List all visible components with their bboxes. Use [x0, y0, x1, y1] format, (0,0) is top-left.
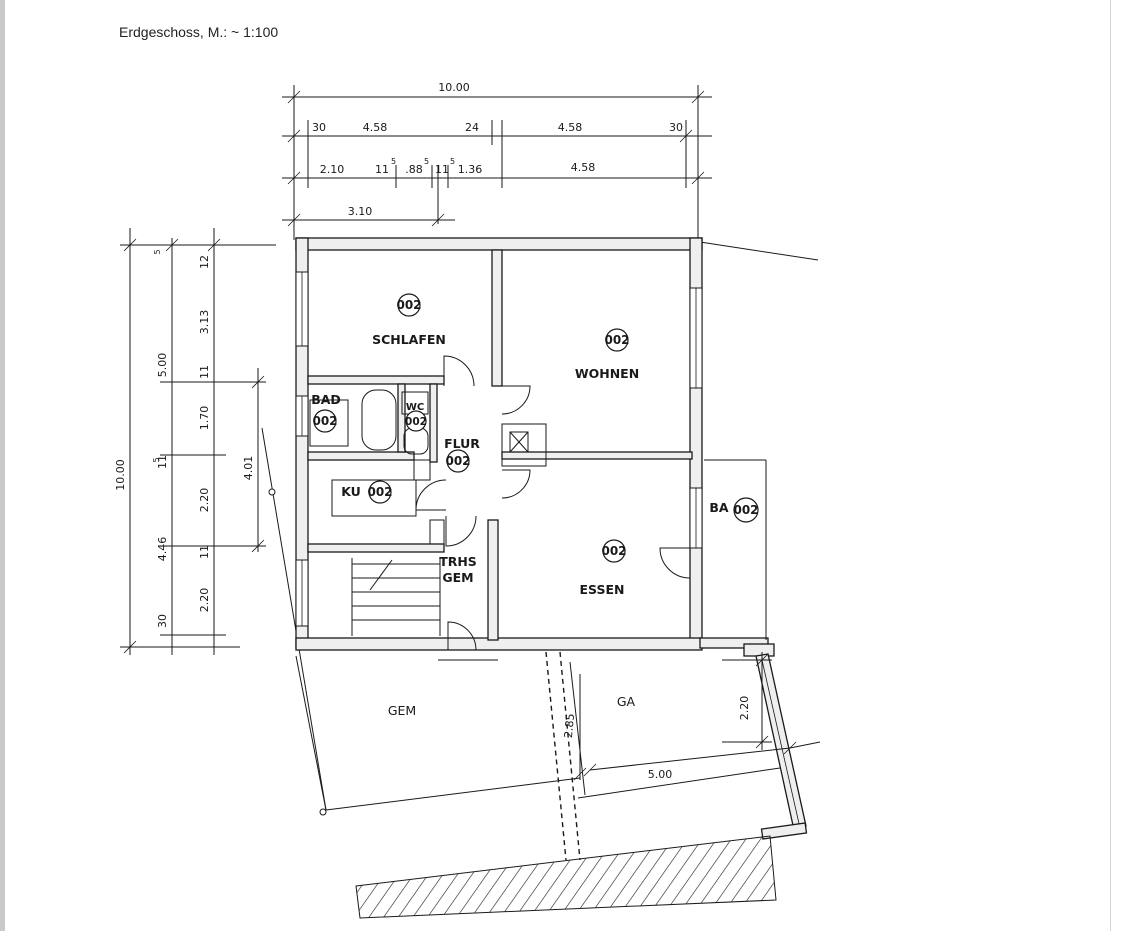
dim-total-depth: 10.00 — [114, 459, 127, 491]
dim-mid-5: 2.20 — [198, 488, 211, 513]
dim-garage-depth: 2.85 — [562, 713, 577, 739]
dim-mid-3: 11 — [198, 365, 211, 379]
dim-garage-width: 2.20 — [738, 696, 751, 721]
dim-mid-4: 1.70 — [198, 406, 211, 431]
dim-left-2: 11 — [156, 455, 169, 469]
dim-row2-a: 2.10 — [320, 163, 345, 176]
page-title: Erdgeschoss, M.: ~ 1:100 — [119, 24, 279, 40]
room-tag-essen: 002 — [601, 544, 626, 558]
dim-mid-1-sup: 5 — [153, 249, 162, 254]
area-gem: GEM — [388, 703, 416, 718]
dim-row2-d: 11 — [435, 163, 449, 176]
garage: 2.85 5.00 2.20 — [545, 643, 808, 861]
terrain-hatch — [355, 835, 777, 919]
room-tag-wohnen: 002 — [604, 333, 629, 347]
dim-row2-e: 1.36 — [458, 163, 483, 176]
dim-top-1: 30 — [312, 121, 326, 134]
room-tag-bad: 002 — [312, 414, 337, 428]
dim-top-3: 24 — [465, 121, 479, 134]
top-dimensions: 10.00 30 4.58 24 4.58 30 2.10 11 5 .88 5… — [282, 81, 712, 240]
room-trhs: TRHS — [439, 554, 477, 569]
dim-row3: 3.10 — [348, 205, 373, 218]
dim-inner: 4.01 — [242, 456, 255, 481]
dim-top-5: 30 — [669, 121, 683, 134]
dim-top-2: 4.58 — [363, 121, 388, 134]
room-tag-flur: 002 — [445, 454, 470, 468]
room-tag-schlafen: 002 — [396, 298, 421, 312]
dim-garage-length: 5.00 — [648, 768, 673, 781]
doors-and-fixtures — [309, 355, 691, 661]
dim-mid-2: 3.13 — [198, 310, 211, 335]
room-essen: ESSEN — [580, 582, 625, 597]
balcony-outline — [704, 459, 767, 640]
walls — [295, 237, 769, 651]
site-lines — [261, 241, 821, 816]
dim-mid-6: 11 — [198, 545, 211, 559]
page-edge-right — [1110, 0, 1111, 931]
dim-mid-7: 2.20 — [198, 588, 211, 613]
dim-row2-d-sup: 5 — [450, 157, 455, 166]
room-schlafen: SCHLAFEN — [372, 332, 446, 347]
room-tag-wc: 002 — [405, 416, 427, 428]
room-ku: KU — [341, 484, 361, 499]
left-dimensions: 10.00 5.00 11 5 4.46 30 12 5 3.13 11 1.7… — [114, 228, 276, 655]
dim-row2-c-sup: 5 — [424, 157, 429, 166]
room-bad: BAD — [311, 392, 341, 407]
dim-row2-b-sup: 5 — [391, 157, 396, 166]
area-ga: GA — [617, 694, 636, 709]
room-wc: WC — [406, 402, 424, 413]
dim-mid-1: 12 — [198, 255, 211, 269]
dim-left-1: 5.00 — [156, 353, 169, 378]
dim-row2-b: 11 — [375, 163, 389, 176]
room-tag-ba: 002 — [733, 503, 758, 517]
dim-top-4: 4.58 — [558, 121, 583, 134]
dim-left-4: 30 — [156, 614, 169, 628]
page-edge — [0, 0, 5, 931]
room-tag-ku: 002 — [367, 485, 392, 499]
dim-row2-f: 4.58 — [571, 161, 596, 174]
dim-left-3: 4.46 — [156, 537, 169, 562]
room-ba: BA — [709, 500, 729, 515]
room-labels: 002 SCHLAFEN 002 WOHNEN BAD 002 WC 002 F… — [311, 293, 759, 718]
room-trhs-gem: GEM — [442, 570, 473, 585]
dim-left-2-sup: 5 — [152, 457, 161, 462]
room-flur: FLUR — [444, 436, 480, 451]
dim-row2-c: .88 — [405, 163, 423, 176]
room-wohnen: WOHNEN — [575, 366, 639, 381]
dim-total-width: 10.00 — [438, 81, 470, 94]
